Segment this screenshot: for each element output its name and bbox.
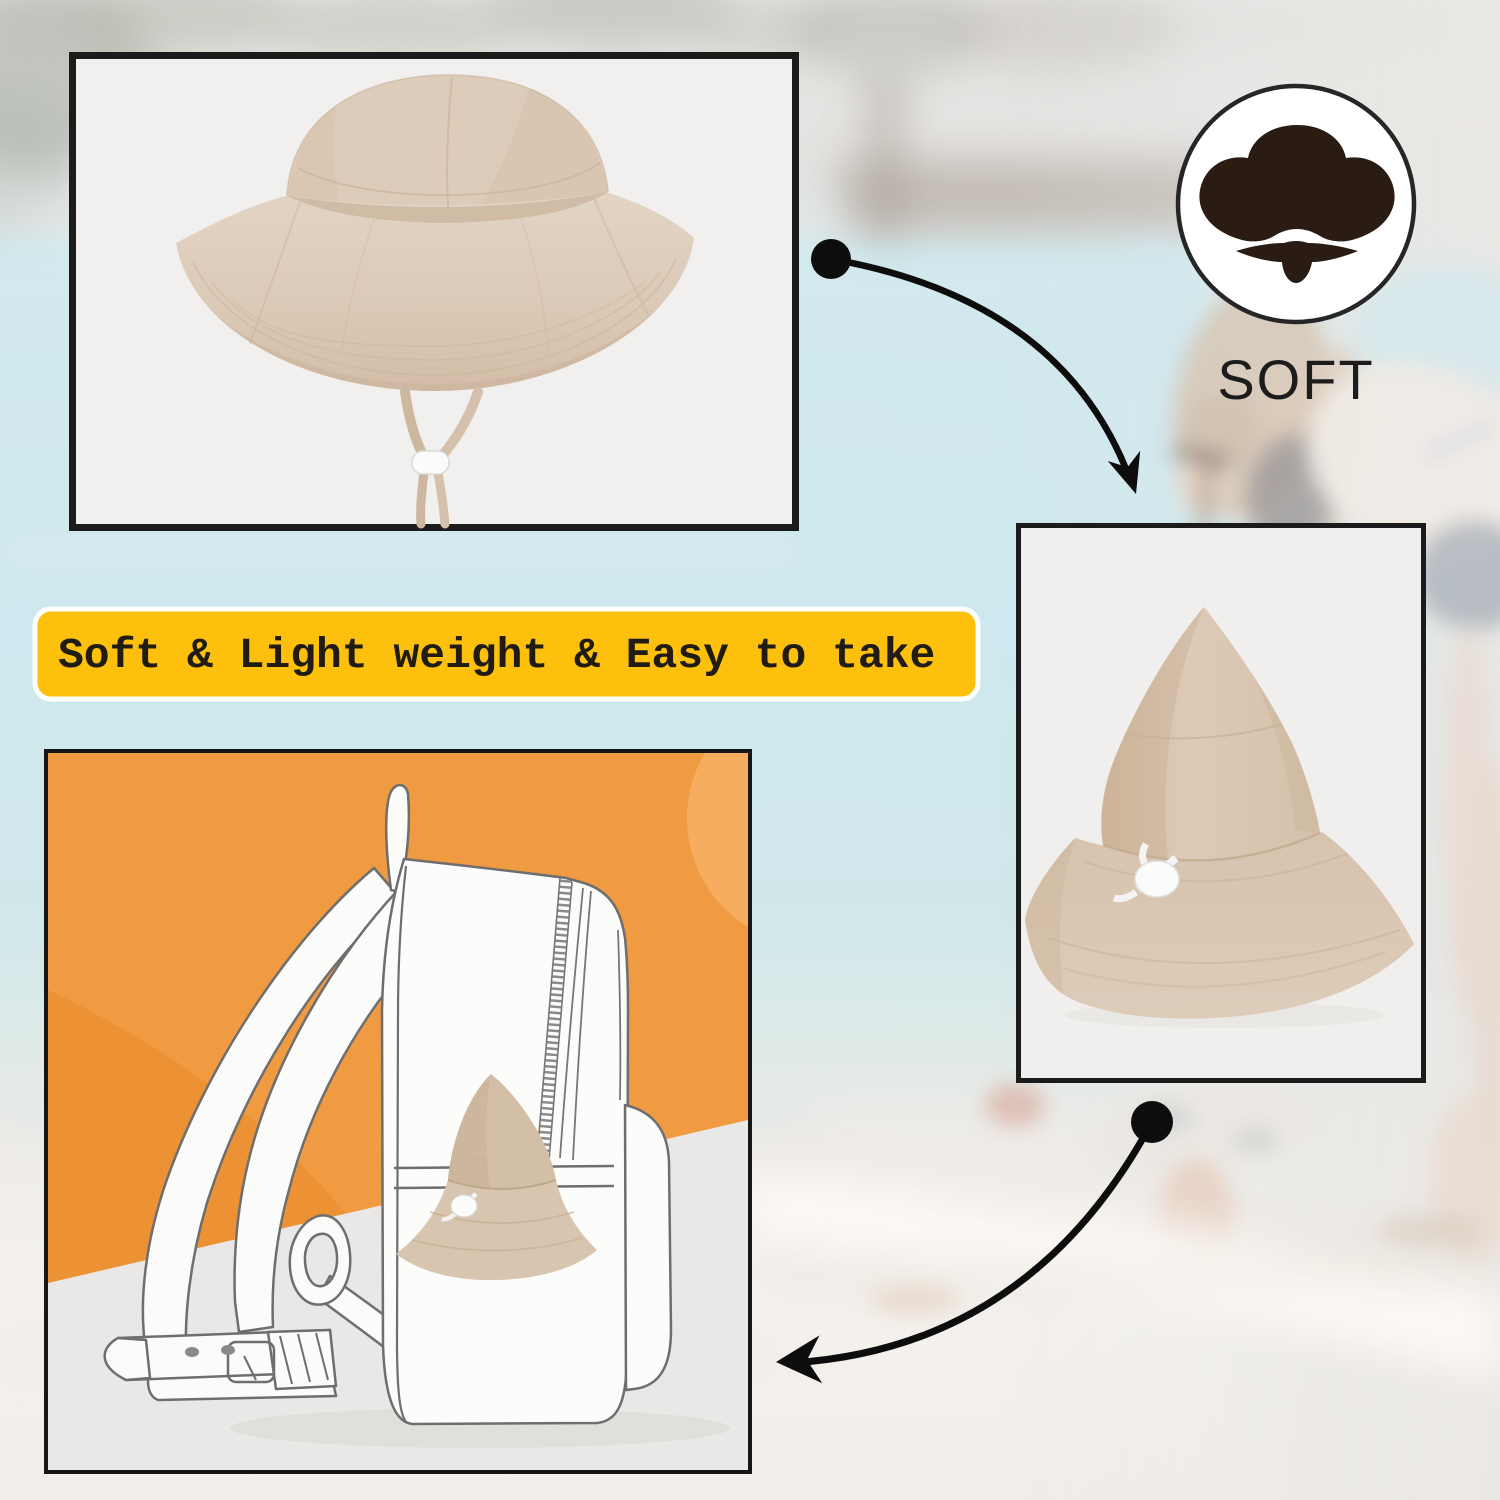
svg-text:Soft & Light weight & Easy to: Soft & Light weight & Easy to take <box>58 631 935 680</box>
svg-text:SOFT: SOFT <box>1217 348 1374 411</box>
